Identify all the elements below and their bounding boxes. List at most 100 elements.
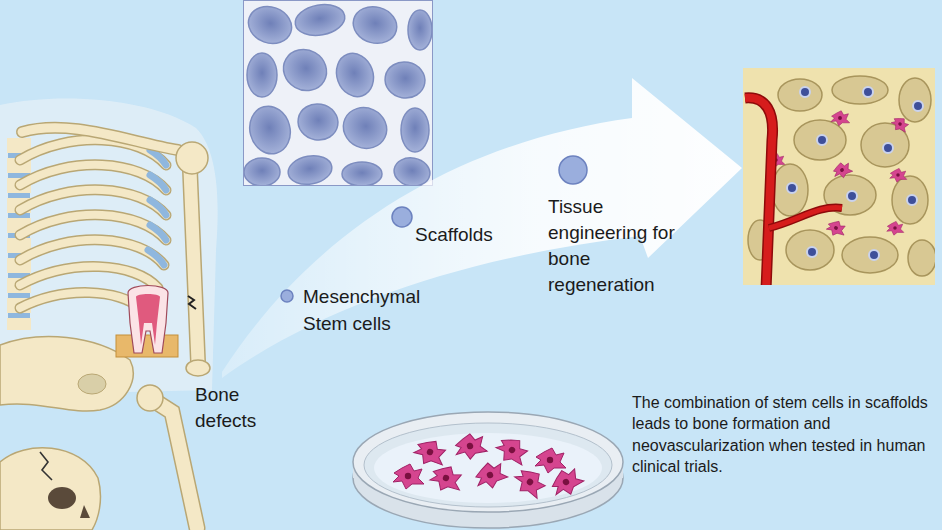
skeleton-figure: [40, 452, 52, 480]
scaffold-picture: [276, 42, 334, 99]
petri-dish: [393, 464, 424, 489]
scaffold-picture: [244, 102, 295, 159]
bone-tissue-picture: [907, 195, 917, 205]
bone-tissue-picture: [786, 230, 834, 270]
bone-tissue-picture: [800, 87, 810, 97]
bone-tissue-picture: [787, 183, 797, 193]
skeleton-figure: [80, 505, 90, 518]
bone-tissue-picture: [908, 240, 935, 276]
petri-dish: [374, 433, 602, 503]
skeleton-figure: [190, 170, 198, 362]
bone-tissue-picture: [842, 237, 898, 273]
bone-tissue-picture: [892, 176, 928, 224]
bone-tissue-picture: [832, 76, 888, 104]
scaffold-picture: [408, 10, 432, 50]
scaffold-picture: [243, 1, 432, 186]
bone-tissue-picture: [745, 98, 773, 285]
skeleton-figure: [0, 337, 133, 411]
label-text: Scaffolds: [415, 222, 535, 248]
bone-tissue-picture: [787, 87, 923, 260]
bone-tissue-picture: [831, 160, 854, 180]
skeleton-figure: [116, 335, 178, 357]
label-text: Bone defects: [195, 382, 285, 433]
petri-dish: [428, 463, 464, 495]
scaffold-picture: [286, 152, 334, 186]
petri-dish: [453, 431, 488, 461]
skeleton-figure: [176, 142, 208, 174]
bullet-dot: [392, 207, 412, 227]
bone-tissue-picture: [745, 98, 773, 285]
skeleton-figure: [148, 250, 164, 265]
bone-tissue-picture: [863, 87, 873, 97]
bone-tissue-picture: [769, 208, 842, 228]
skeleton-figure: [137, 385, 163, 411]
scaffold-picture: [337, 101, 394, 156]
label-text: Mesenchymal Stem cells: [303, 284, 433, 337]
skeleton-figure: [150, 200, 166, 215]
petri-dish: [353, 412, 623, 512]
bone-tissue-picture: [794, 120, 846, 160]
petri-dish: [493, 432, 532, 469]
skeleton-figure: [188, 296, 196, 309]
skeleton-figure: [20, 140, 166, 308]
bone-tissue-picture: [869, 250, 879, 260]
process-arrow: [222, 78, 742, 378]
skeleton-figure: [22, 128, 178, 150]
petri-dish: [411, 436, 449, 470]
scaffold-picture: [349, 2, 401, 48]
bone-tissue-picture: [899, 78, 931, 122]
petri-dish: [535, 448, 566, 473]
label-text: Tissue engineering for bone regeneration: [548, 194, 676, 298]
bone-tissue-picture: [825, 219, 847, 238]
skeleton-figure: [150, 398, 197, 528]
skeleton-figure: [48, 487, 76, 509]
scaffold-picture: [244, 1, 433, 186]
skeleton-figure: [150, 398, 197, 528]
scaffold-picture: [331, 48, 380, 102]
scaffold-picture: [392, 155, 432, 186]
skeleton-figure: [78, 374, 106, 394]
bone-tissue-picture: [743, 68, 935, 285]
scaffold-picture: [382, 59, 428, 101]
bone-tissue-picture: [769, 208, 842, 228]
scaffold-picture: [244, 158, 280, 186]
scaffold-picture: [342, 162, 382, 186]
scaffold-picture: [247, 53, 277, 97]
scaffold-picture: [293, 1, 347, 39]
bullet-dot: [559, 156, 587, 184]
bone-tissue-picture: [817, 135, 827, 145]
scaffold-picture: [401, 108, 429, 152]
skeleton-figure: [150, 175, 166, 190]
bullet-dot: [281, 290, 293, 302]
bone-tissue-picture: [772, 164, 808, 216]
bone-tissue-picture: [807, 247, 817, 257]
petri-dish: [547, 464, 586, 501]
skeleton-figure: [22, 128, 178, 150]
bone-tissue-picture: [847, 191, 857, 201]
petri-dish: [353, 412, 623, 528]
bone-tissue-picture: [889, 114, 911, 134]
petri-dish: [510, 463, 550, 502]
bone-tissue-picture: [887, 221, 904, 235]
scaffold-picture: [243, 1, 297, 50]
skeleton-figure: [148, 150, 166, 265]
skeleton-figure: [190, 170, 198, 362]
bone-tissue-picture: [778, 79, 822, 111]
skeleton-figure: [150, 225, 166, 240]
skeleton-figure: [116, 286, 178, 358]
petri-dish: [364, 423, 612, 507]
skeleton-figure: [0, 99, 218, 530]
bullet-dot: [281, 156, 587, 302]
bone-tissue-picture: [890, 168, 907, 182]
skeleton-figure: [186, 360, 210, 376]
bone-tissue-picture: [883, 143, 893, 153]
note-text: The combination of stem cells in scaffol…: [632, 392, 932, 477]
skeleton-figure: [20, 140, 166, 308]
scaffold-picture: [295, 101, 341, 143]
skeleton-figure: [128, 286, 168, 354]
petri-dish: [472, 458, 510, 492]
bone-tissue-picture: [831, 111, 850, 126]
skeleton-figure: [0, 448, 100, 530]
skeleton-figure: [136, 294, 160, 345]
